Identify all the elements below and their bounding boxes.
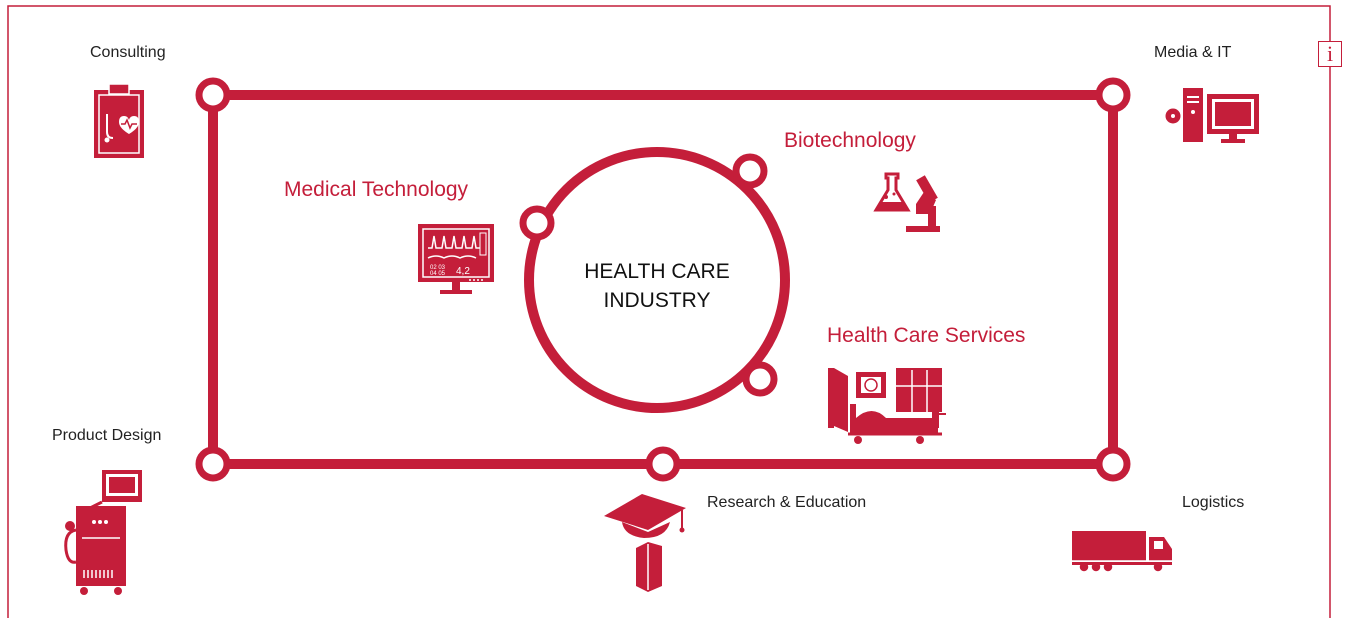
node-bottom-middle [645,446,681,482]
node-health-care-services [742,361,778,397]
flask-microscope-icon [873,172,940,232]
label-consulting: Consulting [90,44,166,61]
computer-icon [1164,88,1259,143]
label-medical-technology: Medical Technology [284,178,469,201]
node-top-right [1095,77,1131,113]
svg-text:4,2: 4,2 [456,266,470,277]
svg-text:04 05: 04 05 [430,271,446,277]
node-top-left [195,77,231,113]
center-title: HEALTH CARE INDUSTRY [557,257,757,315]
medical-device-cart-icon [64,470,142,595]
center-title-line1: HEALTH CARE [584,260,730,283]
node-medical-technology [519,205,555,241]
patient-monitor-icon: 02 03 04 05 4,2 [418,224,494,294]
label-health-care-services: Health Care Services [827,324,1026,347]
label-product-design: Product Design [52,427,162,444]
hospital-room-icon [828,368,946,444]
svg-text:02 03: 02 03 [430,265,446,271]
label-research-education: Research & Education [707,494,867,511]
center-title-line2: INDUSTRY [603,289,711,312]
node-bottom-right [1095,446,1131,482]
label-logistics: Logistics [1182,494,1245,511]
truck-icon [1072,531,1172,573]
label-media-it: Media & IT [1154,44,1232,61]
label-biotechnology: Biotechnology [784,129,916,152]
center-ring [519,147,790,413]
node-biotechnology [732,153,768,189]
info-icon[interactable]: i [1318,41,1342,67]
node-bottom-left [195,446,231,482]
page-frame [7,5,1331,618]
clipboard-heart-icon [94,83,144,158]
graduation-cap-book-icon [604,494,686,592]
outer-network [195,77,1131,482]
info-button-label: i [1326,41,1334,66]
